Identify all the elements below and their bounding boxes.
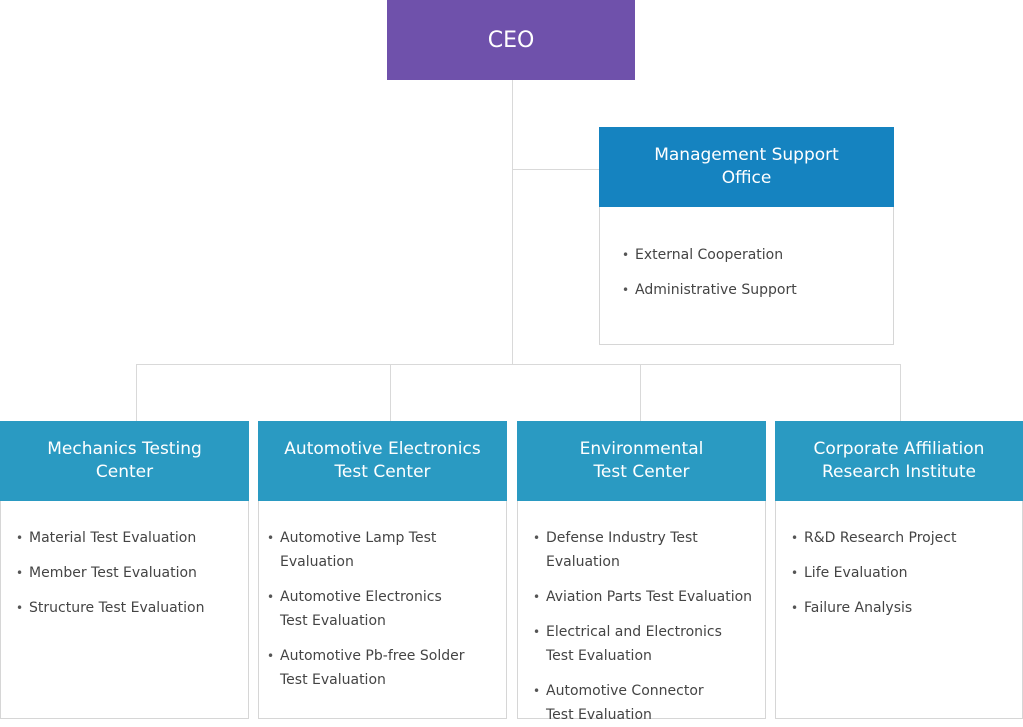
center-1-list: •Material Test Evaluation •Member Test E… — [16, 526, 248, 620]
list-item: •Automotive Electronics Test Evaluation — [267, 589, 442, 629]
center-1-header: Mechanics Testing Center — [0, 421, 249, 501]
list-item: •Defense Industry Test Evaluation — [533, 530, 698, 570]
list-item: •Life Evaluation — [791, 565, 908, 581]
management-office-list: •External Cooperation •Administrative Su… — [622, 243, 893, 302]
connector-office-branch — [512, 169, 599, 170]
connector-ceo-trunk — [512, 80, 513, 364]
center-3-list: •Defense Industry Test Evaluation •Aviat… — [533, 526, 765, 727]
connector-drop-3 — [640, 364, 641, 421]
management-office-title: Management Support Office — [654, 145, 839, 188]
connector-drop-1 — [136, 364, 137, 421]
list-item: •Material Test Evaluation — [16, 530, 197, 546]
ceo-node: CEO — [387, 0, 635, 80]
center-2-list: •Automotive Lamp Test Evaluation •Automo… — [267, 526, 506, 692]
list-item: •Automotive Pb-free Solder Test Evaluati… — [267, 648, 465, 688]
list-item: •Member Test Evaluation — [16, 565, 197, 581]
ceo-label: CEO — [487, 27, 535, 53]
connector-horizontal-bus — [136, 364, 901, 365]
center-4-body: •R&D Research Project •Life Evaluation •… — [775, 501, 1023, 719]
center-2-header: Automotive Electronics Test Center — [258, 421, 507, 501]
center-4-title: Corporate Affiliation Research Institute — [813, 439, 985, 482]
list-item: •Structure Test Evaluation — [16, 600, 205, 616]
list-item: •R&D Research Project — [791, 530, 957, 546]
center-2-body: •Automotive Lamp Test Evaluation •Automo… — [258, 501, 507, 719]
list-item: •Automotive Lamp Test Evaluation — [267, 530, 437, 570]
center-1-title: Mechanics Testing Center — [47, 439, 202, 482]
management-office-body: •External Cooperation •Administrative Su… — [599, 207, 894, 345]
list-item: •External Cooperation — [622, 247, 784, 263]
center-3-header: Environmental Test Center — [517, 421, 766, 501]
list-item: •Administrative Support — [622, 282, 797, 298]
list-item: • Automotive Connector Test Evaluation — [533, 683, 704, 723]
center-3-body: •Defense Industry Test Evaluation •Aviat… — [517, 501, 766, 723]
connector-drop-4 — [900, 364, 901, 421]
list-item: •Aviation Parts Test Evaluation — [533, 589, 753, 605]
center-3-title: Environmental Test Center — [579, 439, 704, 482]
center-4-header: Corporate Affiliation Research Institute — [775, 421, 1023, 501]
center-1-body: •Material Test Evaluation •Member Test E… — [0, 501, 249, 719]
center-4-list: •R&D Research Project •Life Evaluation •… — [791, 526, 1022, 620]
list-item: •Electrical and Electronics Test Evaluat… — [533, 624, 722, 664]
management-office-header: Management Support Office — [599, 127, 894, 207]
center-2-title: Automotive Electronics Test Center — [284, 439, 481, 482]
list-item: •Failure Analysis — [791, 600, 913, 616]
connector-drop-2 — [390, 364, 391, 421]
